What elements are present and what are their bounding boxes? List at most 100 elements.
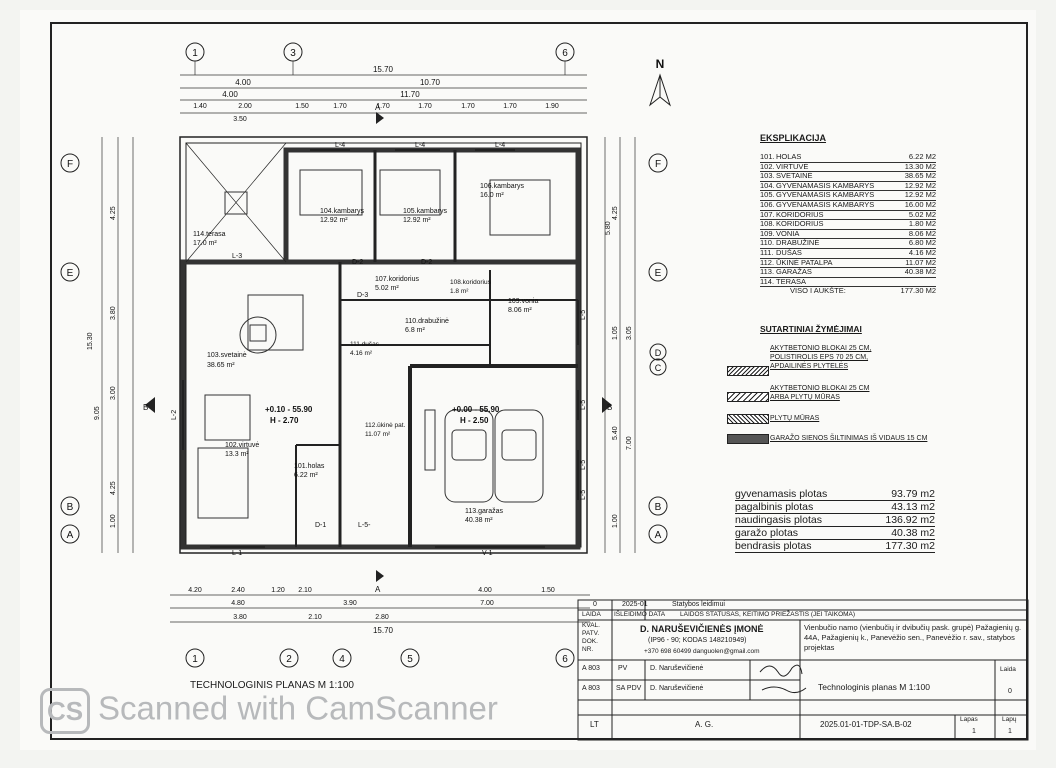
explication-row: 114.TERASA [760,277,936,288]
legend-item: APDAILINĖS PLYTELĖS [770,363,849,370]
legend-item: GARAŽO SIENOS ŠILTINIMAS IŠ VIDAUS 15 CM [770,435,928,442]
dim-top: 1.70 [376,103,390,110]
room-label: 104.kambarys [320,208,364,215]
dim-top: 1.70 [503,103,517,110]
room-label: 114.terasa [193,231,226,238]
axis-right-b: B [655,502,662,513]
axis-bottom-5: 5 [407,654,413,665]
room-label: 103.svetainė [207,352,247,359]
opening-label: L-2 [171,410,178,420]
opening-label: L-5 [580,310,587,320]
room-label: 113.garažas [465,508,504,515]
company-name: D. NARUŠEVIČIENĖS ĮMONĖ [640,624,764,634]
room-area: 6.22 m² [294,472,318,479]
furniture [197,169,551,519]
laida-value: 0 [1008,688,1012,695]
section-mark: A [375,103,381,112]
opening-label: L-5 [580,400,587,410]
section-mark: B [607,403,612,412]
dim-bottom: 4.80 [231,600,245,607]
legend-title: SUTARTINIAI ŽYMĖJIMAI [760,324,862,334]
axis-top-1: 1 [192,48,198,59]
kval-label: KVAL. PATV. DOK. NR. [582,622,600,653]
axis-right-d: D [655,348,662,358]
rev-no: 0 [593,601,597,608]
axis-left-e: E [67,268,74,279]
dim-bottom: 7.00 [480,600,494,607]
room-area: 16.0 m² [480,192,504,199]
camscanner-logo-icon: CS [40,688,90,734]
dim-bottom: 2.40 [231,587,245,594]
dim-right: 5.80 [605,221,612,235]
room-label: 111.dušas [350,341,380,348]
dim-bottom: 3.80 [233,614,247,621]
room-label: 12.92 m² [403,217,431,224]
dim-bottom: 4.20 [188,587,202,594]
opening-label: V-1 [482,550,493,557]
axis-bottom-6: 6 [562,654,568,665]
opening-label: L-3 [232,253,242,260]
axis-right-e: E [655,268,662,279]
axis-left-b: B [67,502,74,513]
dim-right: 1.05 [612,326,619,340]
company-contact: +370 698 60499 danguolen@gmail.com [644,648,760,655]
signature-image [759,664,807,694]
dim-bottom: 1.50 [541,587,555,594]
row1-code: A 803 [582,665,600,672]
dimension-lines [101,61,636,623]
dim-top: 10.70 [420,78,441,87]
dim-left: 3.80 [110,306,117,320]
axis-bottom-1: 1 [192,654,198,665]
height-mark: H - 2.50 [460,416,489,425]
rev-date: 2025-01 [622,601,648,608]
room-area: 17.0 m² [193,240,217,247]
axis-left-a: A [67,530,74,541]
sheet-title: Technologinis planas M 1:100 [818,682,930,692]
room-area: 5.02 m² [375,285,399,292]
room-area: 40.38 m² [465,517,493,524]
row2-name: D. Naruševičienė [650,685,704,692]
status-header: LAIDOS STATUSAS, KEITIMO PRIEŽASTIS (JEI… [680,611,856,618]
opening-label: L-1 [232,550,242,557]
dim-top: 1.50 [295,103,309,110]
opening-label: L-5 [580,460,587,470]
row2-role: SA PDV [616,685,642,692]
dim-bottom: 3.90 [343,600,357,607]
opening-label: L-4 [415,142,425,149]
room-area: 38.65 m² [207,362,235,369]
lapu-label: Lapų [1002,716,1017,723]
room-area: 12.92 m² [320,217,348,224]
dim-left: 15.30 [87,332,94,350]
room-label: 101.holas [294,463,325,470]
room-area: 4.16 m² [350,350,373,357]
explication-total: VISO I AUKŠTE:177.30 M2 [790,286,936,296]
lapu-value: 1 [1008,728,1012,735]
room-label: 108.koridorius [450,279,492,286]
legend-item: PLYTŲ MŪRAS [770,415,820,422]
window-marks [182,149,579,548]
legend-item: AKYTBETONIO BLOKAI 25 CM [770,385,870,392]
opening-label: L-5- [358,522,371,529]
dim-top: 1.70 [418,103,432,110]
room-area: 6.8 m² [405,327,426,334]
lapas-label: Lapas [960,716,978,723]
dim-top: 11.70 [400,90,420,99]
plan-title: TECHNOLOGINIS PLANAS M 1:100 [190,680,354,691]
height-mark: H - 2.70 [270,416,299,425]
room-label: 107.koridorius [375,276,419,283]
room-area: 8.06 m² [508,307,532,314]
axis-bottom-4: 4 [339,654,345,665]
room-label: 112.ūkinė pat. [365,422,406,429]
